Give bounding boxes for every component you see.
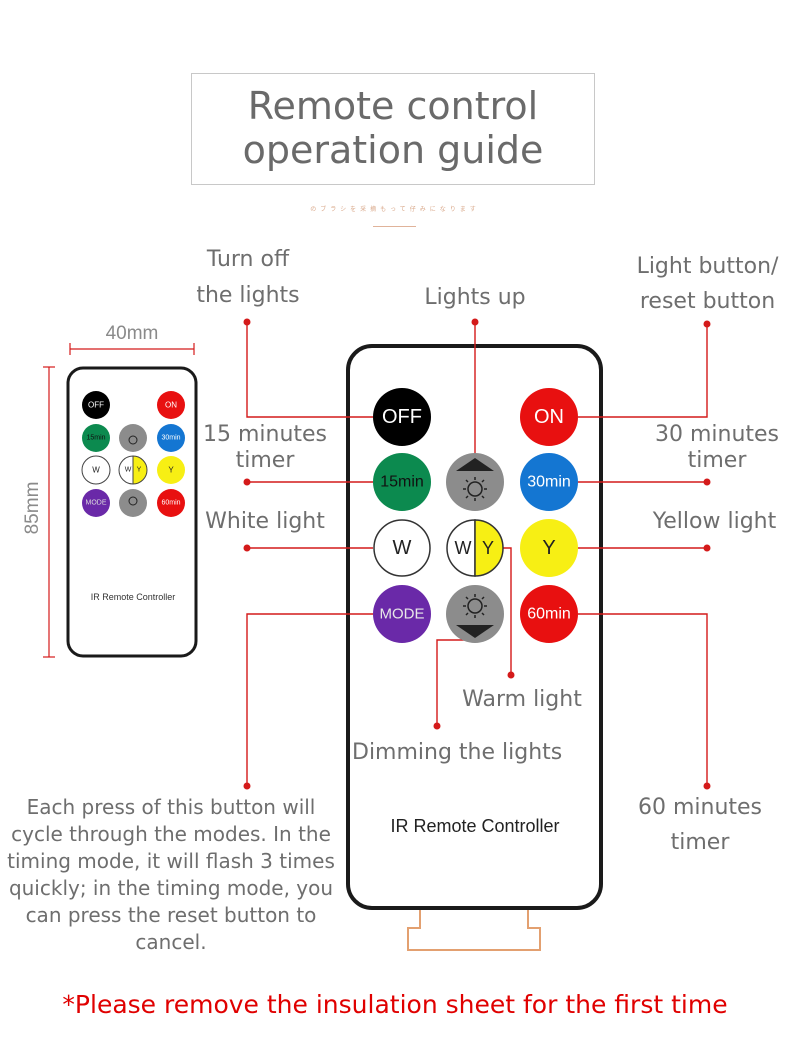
y-label: Y bbox=[542, 537, 555, 559]
off-label: OFF bbox=[382, 406, 422, 428]
30min-label: 30min bbox=[527, 474, 571, 491]
wy-button-right[interactable] bbox=[474, 519, 504, 577]
small-brightness-up-button bbox=[119, 424, 147, 452]
small-w-label: W bbox=[92, 466, 100, 475]
light-reset-label: Light button/ reset button bbox=[625, 252, 790, 317]
small-brightness-down-button bbox=[119, 489, 147, 517]
turn-off-line-2: the lights bbox=[196, 283, 300, 308]
15min-label: 15min bbox=[380, 474, 424, 491]
w-label: W bbox=[393, 537, 412, 559]
small-remote-caption: IR Remote Controller bbox=[91, 592, 176, 602]
subtitle-divider bbox=[373, 226, 416, 227]
title-line-2: operation guide bbox=[242, 128, 544, 172]
lights-up-label: Lights up bbox=[424, 285, 526, 310]
w-button[interactable] bbox=[373, 519, 431, 577]
small-remote-buttons bbox=[81, 391, 185, 517]
wy-w-label: W bbox=[455, 538, 472, 558]
60min-label: 60min bbox=[527, 606, 571, 623]
wy-button-left[interactable] bbox=[446, 519, 476, 577]
small-mode-label: MODE bbox=[86, 500, 107, 507]
small-15min-button bbox=[82, 424, 110, 452]
turn-off-label: Turn off the lights bbox=[188, 245, 308, 311]
brightness-up-icon bbox=[456, 458, 494, 501]
small-wy-button-left bbox=[118, 455, 134, 485]
dimming-label: Dimming the lights bbox=[352, 740, 563, 765]
small-15min-label: 15min bbox=[86, 435, 105, 442]
small-60min-button bbox=[157, 489, 185, 517]
mode-note: Each press of this button will cycle thr… bbox=[0, 794, 342, 956]
footer-warning: *Please remove the insulation sheet for … bbox=[62, 990, 728, 1019]
yellow-light-label: Yellow light bbox=[652, 509, 777, 534]
small-on-label: ON bbox=[165, 401, 177, 410]
small-on-button bbox=[157, 391, 185, 419]
small-wy-y-label: Y bbox=[137, 467, 142, 474]
small-30min-button bbox=[157, 424, 185, 452]
brightness-down-icon bbox=[456, 594, 494, 638]
subtitle: のブラシを采摘もって仔みになります bbox=[310, 206, 480, 213]
height-dimension bbox=[43, 366, 55, 658]
title-box: Remote control operation guide bbox=[191, 73, 595, 185]
small-off-button bbox=[82, 391, 110, 419]
leader-dots bbox=[243, 318, 711, 790]
small-w-button bbox=[81, 455, 111, 485]
leader-lines bbox=[246, 322, 708, 786]
small-sun-up-icon bbox=[128, 435, 138, 445]
timer60-line-1: 60 minutes bbox=[637, 795, 763, 820]
small-30min-label: 30min bbox=[161, 435, 180, 442]
remote-caption: IR Remote Controller bbox=[390, 816, 559, 836]
wy-y-label: Y bbox=[482, 538, 494, 558]
y-button[interactable] bbox=[520, 519, 578, 577]
warm-light-label: Warm light bbox=[462, 687, 582, 712]
small-y-label: Y bbox=[168, 466, 174, 475]
mode-note-line-1: Each press of this button will bbox=[26, 795, 316, 819]
15min-button[interactable] bbox=[373, 453, 431, 511]
small-60min-label: 60min bbox=[161, 500, 180, 507]
height-label: 85mm bbox=[22, 482, 43, 535]
mode-label: MODE bbox=[380, 606, 425, 623]
remote-buttons bbox=[373, 388, 578, 643]
brightness-down-button[interactable] bbox=[446, 585, 504, 643]
timer15-label: 15 minutes timer bbox=[200, 420, 330, 476]
mode-note-line-5: can press the reset button to bbox=[25, 903, 317, 927]
turn-off-line-1: Turn off bbox=[206, 247, 290, 272]
timer60-label: 60 minutes timer bbox=[630, 793, 770, 858]
timer15-line-2: timer bbox=[235, 448, 295, 473]
off-button[interactable] bbox=[373, 388, 431, 446]
width-label: 40mm bbox=[106, 323, 159, 344]
small-y-button bbox=[157, 456, 185, 484]
timer15-line-1: 15 minutes bbox=[202, 422, 328, 447]
60min-button[interactable] bbox=[520, 585, 578, 643]
light-reset-line-1: Light button/ bbox=[636, 254, 779, 279]
timer30-line-2: timer bbox=[687, 448, 747, 473]
width-dimension bbox=[69, 343, 195, 355]
mode-note-line-2: cycle through the modes. In the bbox=[11, 822, 331, 846]
mode-note-line-4: quickly; in the timing mode, you bbox=[8, 876, 334, 900]
small-sun-down-icon bbox=[128, 496, 138, 506]
on-label: ON bbox=[534, 406, 564, 428]
light-reset-line-2: reset button bbox=[639, 289, 776, 314]
mode-button[interactable] bbox=[373, 585, 431, 643]
small-wy-w-label: W bbox=[125, 467, 132, 474]
mode-note-line-3: timing mode, it will flash 3 times bbox=[7, 849, 335, 873]
on-button[interactable] bbox=[520, 388, 578, 446]
timer30-label: 30 minutes timer bbox=[652, 420, 782, 476]
timer60-line-2: timer bbox=[670, 830, 730, 855]
timer30-line-1: 30 minutes bbox=[654, 422, 780, 447]
title-line-1: Remote control bbox=[247, 84, 539, 128]
30min-button[interactable] bbox=[520, 453, 578, 511]
remote-stand bbox=[407, 910, 541, 951]
white-light-label: White light bbox=[205, 509, 325, 534]
small-off-label: OFF bbox=[88, 401, 104, 410]
small-wy-button-right bbox=[132, 455, 148, 485]
small-mode-button bbox=[82, 489, 110, 517]
mode-note-line-6: cancel. bbox=[135, 930, 207, 954]
